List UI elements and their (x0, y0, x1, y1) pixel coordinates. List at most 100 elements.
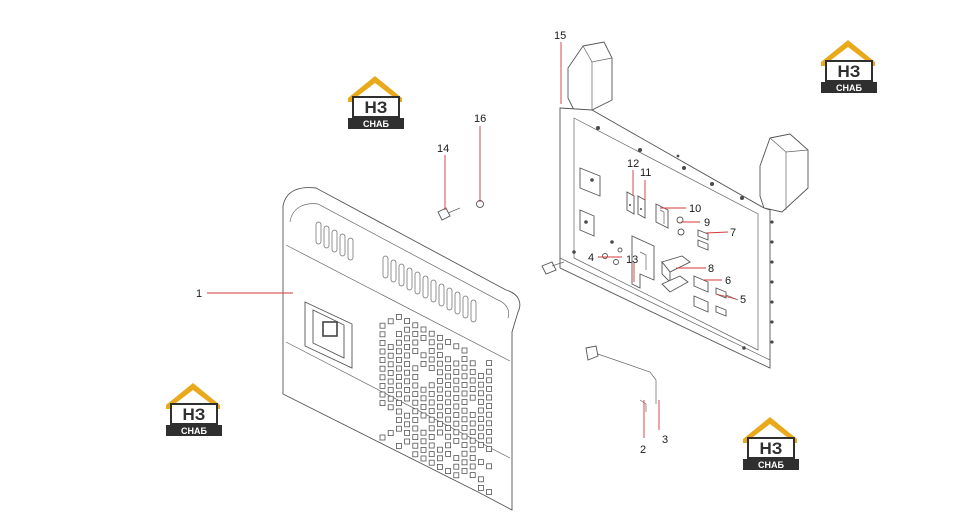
perforation-hole (461, 356, 468, 363)
callout-3: 3 (662, 434, 668, 446)
perforation-hole (420, 403, 427, 410)
perforation-hole (395, 331, 402, 338)
perforation-hole (412, 322, 419, 329)
perforation-hole (461, 364, 468, 371)
perforation-hole (404, 326, 411, 333)
perforation-hole (461, 390, 468, 397)
perforation-hole (445, 373, 452, 380)
perforation-hole (404, 378, 411, 385)
perforation-hole (387, 318, 394, 325)
perforation-hole (477, 381, 484, 388)
perforation-hole (469, 454, 476, 461)
perforation-hole (445, 416, 452, 423)
perforation-hole (412, 451, 419, 458)
perforation-hole (420, 412, 427, 419)
perforation-hole (428, 347, 435, 354)
perforation-hole (428, 399, 435, 406)
door-panel (282, 187, 521, 511)
perforation-hole (477, 476, 484, 483)
perforation-hole (436, 377, 443, 384)
perforation-hole (395, 348, 402, 355)
perforation-hole (477, 398, 484, 405)
perforation-hole (379, 434, 386, 441)
perforation-hole (461, 450, 468, 457)
perforation-hole (379, 382, 386, 389)
perforation-hole (395, 382, 402, 389)
perforation-hole (404, 318, 411, 325)
perforation-hole (469, 420, 476, 427)
perforation-hole (404, 335, 411, 342)
perforation-hole (387, 387, 394, 394)
perforation-hole (453, 455, 460, 462)
perforation-hole (461, 407, 468, 414)
perforated-grille (379, 313, 493, 496)
perforation-hole (477, 390, 484, 397)
callout-11: 11 (640, 167, 651, 179)
perforation-hole (453, 472, 460, 479)
perforation-hole (436, 420, 443, 427)
callout-2: 2 (640, 444, 646, 456)
perforation-hole (469, 411, 476, 418)
perforation-hole (420, 352, 427, 359)
perforation-hole (436, 412, 443, 419)
hz-snab-logo-icon: НЗ СНАБ (817, 36, 879, 94)
callout-numbers: 1 2 3 4 5 6 7 8 9 10 11 12 13 14 15 16 (196, 30, 746, 456)
perforation-hole (486, 360, 493, 367)
perforation-hole (469, 368, 476, 375)
perforation-hole (404, 386, 411, 393)
perforation-hole (469, 472, 476, 479)
perforation-hole (420, 455, 427, 462)
perforation-hole (445, 390, 452, 397)
callout-1: 1 (196, 288, 202, 300)
perforation-hole (469, 394, 476, 401)
perforation-hole (486, 368, 493, 375)
perforation-hole (420, 395, 427, 402)
perforation-hole (469, 377, 476, 384)
perforation-hole (428, 365, 435, 372)
perforation-hole (486, 377, 493, 384)
perforation-hole (412, 442, 419, 449)
perforation-hole (395, 408, 402, 415)
perforation-hole (395, 425, 402, 432)
perforation-hole (445, 468, 452, 475)
perforation-hole (486, 489, 493, 496)
perforation-hole (445, 407, 452, 414)
perforation-hole (404, 352, 411, 359)
perforation-hole (486, 420, 493, 427)
perforation-hole (428, 330, 435, 337)
perforation-hole (436, 343, 443, 350)
perforation-hole (420, 429, 427, 436)
perforation-hole (469, 463, 476, 470)
callout-8: 8 (708, 263, 714, 275)
hz-snab-logo-icon: НЗ СНАБ (739, 413, 801, 471)
perforation-hole (428, 408, 435, 415)
perforation-hole (420, 446, 427, 453)
logo-mark: НЗ (365, 98, 388, 117)
perforation-hole (469, 446, 476, 453)
perforation-hole (395, 313, 402, 320)
perforation-hole (445, 356, 452, 363)
perforation-hole (412, 339, 419, 346)
perforation-hole (428, 425, 435, 432)
perforation-hole (436, 429, 443, 436)
callout-4: 4 (588, 252, 594, 264)
perforation-hole (453, 377, 460, 384)
perforation-hole (436, 395, 443, 402)
callout-13: 13 (626, 254, 638, 266)
perforation-hole (404, 438, 411, 445)
perforation-hole (428, 442, 435, 449)
perforation-hole (453, 360, 460, 367)
perforation-hole (379, 391, 386, 398)
perforation-hole (379, 357, 386, 364)
perforation-hole (477, 433, 484, 440)
callout-7: 7 (730, 227, 736, 239)
perforation-hole (445, 399, 452, 406)
perforation-hole (453, 394, 460, 401)
perforation-hole (461, 347, 468, 354)
perforation-hole (395, 365, 402, 372)
callout-5: 5 (740, 294, 746, 306)
hz-snab-logo-icon: НЗ СНАБ (162, 379, 224, 437)
perforation-hole (486, 394, 493, 401)
perforation-hole (395, 339, 402, 346)
